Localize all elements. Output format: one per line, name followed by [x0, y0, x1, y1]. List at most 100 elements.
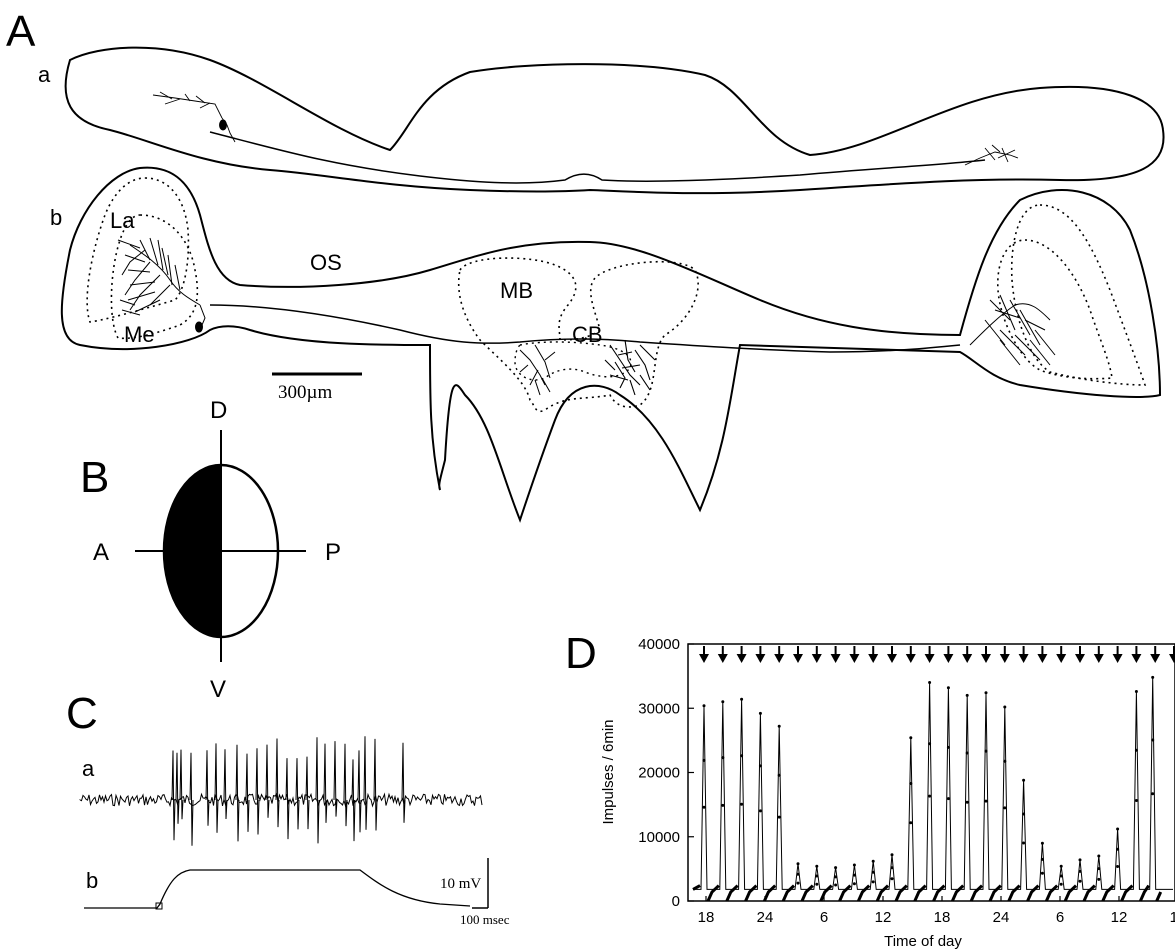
x-tick-label: 18: [1170, 909, 1175, 926]
spike: [364, 736, 367, 830]
data-point: [1135, 690, 1138, 693]
data-point: [703, 806, 706, 809]
y-tick-label: 30000: [638, 700, 680, 717]
stimulus-arrow-head: [812, 654, 822, 663]
data-point: [1079, 870, 1082, 873]
scale-label-mv: 10 mV: [440, 876, 481, 892]
data-point: [834, 866, 837, 869]
x-tick-label: 18: [934, 909, 951, 926]
data-point: [985, 800, 988, 803]
data-point: [1079, 880, 1082, 883]
neuron-ab-right: [970, 295, 1055, 365]
orientation-diagram: [135, 430, 306, 662]
label-dorsal: D: [210, 397, 227, 424]
spike: [246, 754, 249, 832]
spike: [286, 758, 289, 839]
data-point: [1116, 828, 1119, 831]
stimulus-arrow-head: [1000, 654, 1010, 663]
data-point: [928, 795, 931, 798]
data-point: [1079, 858, 1082, 861]
stimulus-arrow-head: [1037, 654, 1047, 663]
data-point: [985, 691, 988, 694]
x-tick-label: 6: [1056, 909, 1064, 926]
series-impulses: [693, 677, 1173, 889]
data-point: [740, 754, 743, 757]
membrane-potential-trace: [84, 870, 470, 908]
data-point: [834, 884, 837, 887]
data-point: [797, 873, 800, 876]
data-point: [797, 882, 800, 885]
neuron-cb-right: [605, 340, 655, 395]
stimulus-arrow-head: [906, 654, 916, 663]
panel-label-a: A: [6, 7, 36, 56]
y-tick-label: 10000: [638, 829, 680, 846]
label-la: La: [110, 208, 135, 233]
data-point: [703, 704, 706, 707]
data-point: [891, 866, 894, 869]
data-point: [1151, 792, 1154, 795]
spike: [296, 758, 299, 829]
data-point: [740, 803, 743, 806]
stimulus-arrow-head: [1150, 654, 1160, 663]
data-point: [1116, 848, 1119, 851]
data-point: [909, 736, 912, 739]
spike: [215, 743, 218, 832]
data-point: [778, 725, 781, 728]
label-cb: CB: [572, 322, 603, 347]
data-point: [1022, 842, 1025, 845]
stimulus-arrow-head: [831, 654, 841, 663]
spike: [176, 753, 179, 824]
data-point: [1097, 855, 1100, 858]
spike-trace-noise: [80, 794, 482, 806]
data-point: [1060, 865, 1063, 868]
data-point: [853, 864, 856, 867]
data-point: [966, 801, 969, 804]
data-point: [1003, 706, 1006, 709]
spike: [276, 739, 279, 828]
data-point: [1022, 813, 1025, 816]
stimulus-arrow-head: [887, 654, 897, 663]
x-tick-label: 12: [875, 909, 892, 926]
data-point: [1135, 799, 1138, 802]
stimulus-arrow-head: [755, 654, 765, 663]
data-point: [928, 742, 931, 745]
sub-label-c-a: a: [82, 756, 95, 781]
data-point: [891, 877, 894, 880]
chart-y-axis-label: Impulses / 6min: [600, 719, 617, 824]
data-point: [759, 809, 762, 812]
data-point: [947, 686, 950, 689]
spike: [180, 750, 183, 820]
stimulus-arrow-head: [868, 654, 878, 663]
stimulus-arrow-head: [1019, 654, 1029, 663]
sub-label-c-b: b: [86, 868, 98, 893]
data-point: [815, 875, 818, 878]
label-mb: MB: [500, 278, 533, 303]
data-point: [966, 752, 969, 755]
spike: [266, 745, 269, 818]
data-point: [703, 759, 706, 762]
scale-label-ms: 100 msec: [460, 912, 510, 927]
data-point: [1041, 858, 1044, 861]
data-point: [1041, 872, 1044, 875]
section-b-outline: [62, 168, 1160, 520]
stimulus-arrow-head: [925, 654, 935, 663]
data-point: [815, 883, 818, 886]
data-point: [1060, 883, 1063, 886]
spike: [224, 749, 227, 819]
spike: [190, 753, 193, 846]
stimulus-arrow-head: [962, 654, 972, 663]
x-tick-label: 24: [993, 909, 1010, 926]
stimulus-arrow-head: [1113, 654, 1123, 663]
scale-bar-label: 300µm: [278, 382, 332, 403]
data-point: [1003, 806, 1006, 809]
data-point: [891, 853, 894, 856]
spike: [172, 751, 175, 841]
data-point: [872, 871, 875, 874]
x-tick-label: 12: [1111, 909, 1128, 926]
data-point: [797, 862, 800, 865]
data-point: [1116, 865, 1119, 868]
data-point: [721, 700, 724, 703]
data-point: [1003, 760, 1006, 763]
label-ventral: V: [210, 676, 226, 703]
x-tick-label: 18: [698, 909, 715, 926]
